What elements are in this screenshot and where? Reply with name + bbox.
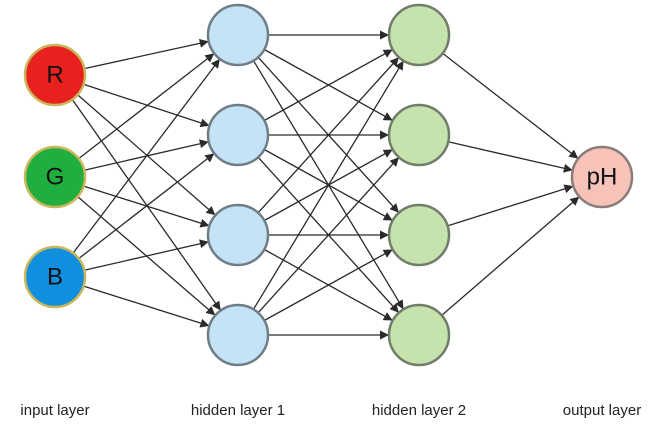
node-hidden1-2	[206, 103, 270, 167]
edge-input-2-to-hidden1-1	[78, 52, 215, 160]
node-hidden1-3	[206, 203, 270, 267]
edge-input-1-to-hidden1-4	[71, 99, 222, 311]
node-circle	[206, 203, 270, 267]
node-circle	[387, 103, 451, 167]
node-circle	[387, 3, 451, 67]
node-hidden1-1	[206, 3, 270, 67]
hidden-layer-1-label: hidden layer 1	[190, 402, 286, 419]
node-circle	[570, 145, 634, 209]
output-layer-label: output layer	[562, 402, 642, 419]
node-label: pH	[587, 163, 618, 190]
edge-hidden1-4-to-hidden2-2	[257, 156, 400, 314]
neurons: R G BpH	[23, 3, 634, 367]
edge-hidden1-4-to-hidden2-1	[252, 60, 405, 310]
node-circle	[387, 203, 451, 267]
edge-input-3-to-hidden1-3	[84, 239, 209, 271]
node-input-1: R	[23, 43, 87, 107]
node-hidden1-4	[206, 303, 270, 367]
edge-hidden1-4-to-hidden2-3	[263, 248, 394, 322]
node-hidden2-4	[387, 303, 451, 367]
edge-input-3-to-hidden1-4	[83, 285, 210, 328]
node-hidden2-3	[387, 203, 451, 267]
edge-hidden2-1-to-output-1	[442, 52, 579, 160]
node-circle	[206, 103, 270, 167]
edge-input-3-to-hidden1-2	[78, 152, 215, 260]
node-label: R	[46, 61, 63, 88]
node-hidden2-1	[387, 3, 451, 67]
edge-hidden2-2-to-output-1	[448, 141, 573, 173]
edge-hidden1-2-to-hidden2-1	[263, 48, 394, 122]
node-label: G	[46, 163, 65, 190]
node-circle	[206, 3, 270, 67]
edge-input-1-to-hidden1-1	[84, 38, 209, 70]
node-circle	[387, 303, 451, 367]
node-hidden2-2	[387, 103, 451, 167]
edge-hidden2-3-to-output-1	[447, 184, 574, 227]
edge-input-1-to-hidden1-2	[83, 83, 210, 128]
node-output-1: pH	[570, 145, 634, 209]
hidden-layer-2-label: hidden layer 2	[371, 402, 467, 419]
node-circle	[23, 245, 87, 309]
node-input-3: B	[23, 245, 87, 309]
connections	[71, 30, 580, 340]
node-circle	[23, 43, 87, 107]
edge-input-3-to-hidden1-1	[72, 58, 221, 254]
node-circle	[23, 145, 87, 209]
node-circle	[206, 303, 270, 367]
edge-hidden2-4-to-output-1	[441, 196, 580, 316]
edge-hidden1-3-to-hidden2-1	[257, 56, 400, 214]
node-label: B	[47, 263, 63, 290]
input-layer-label: input layer	[20, 402, 90, 419]
node-input-2: G	[23, 145, 87, 209]
